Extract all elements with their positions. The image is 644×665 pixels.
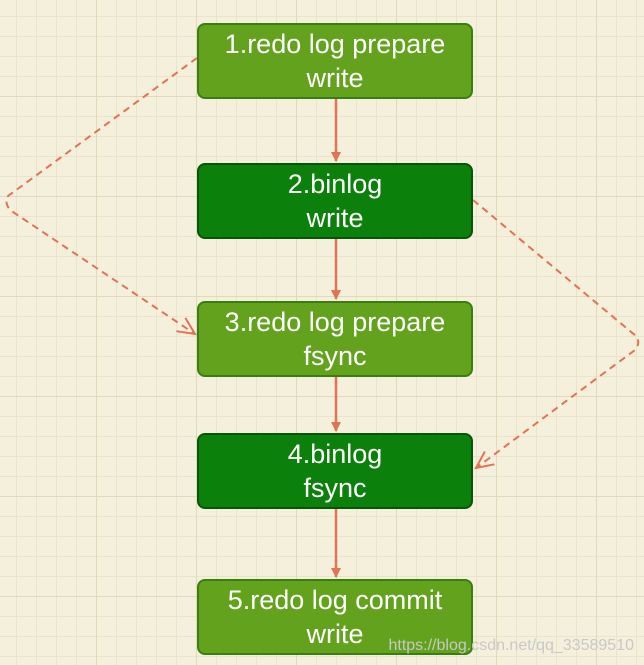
step-binlog-fsync: 4.binlog fsync — [197, 433, 473, 509]
step-2-line-1: 2.binlog — [287, 169, 383, 199]
step-1-line-1: 1.redo log prepare — [224, 29, 446, 59]
step-1-line-2: write — [306, 63, 364, 93]
step-2-line-2: write — [306, 203, 364, 233]
step-3-line-2: fsync — [303, 341, 367, 371]
dashed-arrow-1-to-3 — [5, 57, 198, 336]
dashed-arrow-2-to-4 — [472, 199, 640, 470]
step-4-line-2: fsync — [303, 473, 367, 503]
step-redo-log-prepare-write: 1.redo log prepare write — [197, 23, 473, 99]
step-redo-log-commit-write: 5.redo log commit write — [197, 579, 473, 655]
step-5-line-2: write — [306, 619, 364, 649]
step-5-line-1: 5.redo log commit — [227, 585, 443, 615]
step-4-line-1: 4.binlog — [287, 439, 383, 469]
step-binlog-write: 2.binlog write — [197, 163, 473, 239]
watermark: https://blog.csdn.net/qq_33589510 — [388, 637, 634, 654]
step-3-line-1: 3.redo log prepare — [224, 307, 446, 337]
step-redo-log-prepare-fsync: 3.redo log prepare fsync — [197, 301, 473, 377]
